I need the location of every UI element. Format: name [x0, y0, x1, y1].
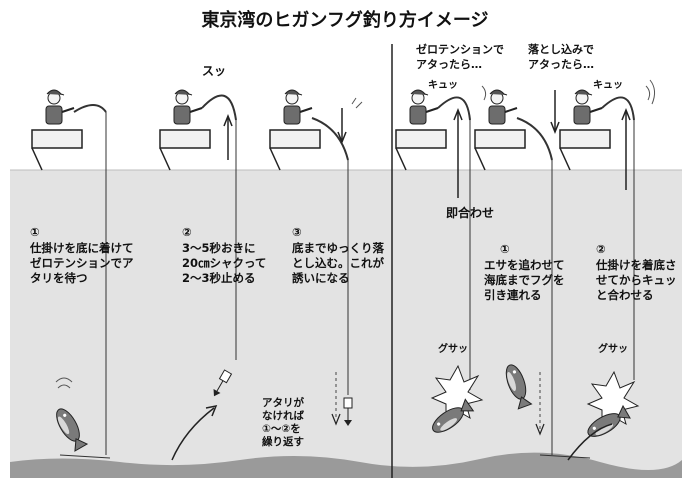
right-step-2-text: 仕掛けを着底さ せてからキュッ と合わせる — [596, 258, 677, 302]
right-step-2-number: ② — [596, 242, 606, 256]
right-step-1-text: エサを追わせて 海底までフグを 引き連れる — [484, 258, 565, 302]
header-drop-in: 落とし込みで アタったら… — [528, 43, 594, 71]
sfx-whoosh: スッ — [202, 64, 227, 78]
step-2-number: ② — [182, 225, 192, 239]
sfx-kyu-c: キュッ — [593, 80, 623, 91]
step-3-number: ③ — [292, 225, 302, 239]
repeat-note: アタリが なければ ①～②を 繰り返す — [262, 397, 304, 448]
sfx-gusa-c: グサッ — [598, 344, 628, 355]
seabed — [10, 452, 682, 478]
step-2-text: 3～5秒おきに 20㎝シャクって 2～3秒止める — [182, 241, 267, 285]
step-3-text: 底までゆっくり落 とし込む。これが 誘いになる — [292, 241, 384, 285]
step-1-text: 仕掛けを底に着けて ゼロテンションでア タリを待つ — [30, 241, 134, 285]
diagram-title: 東京湾のヒガンフグ釣り方イメージ — [201, 10, 489, 31]
step-1-number: ① — [30, 225, 40, 239]
water-area — [10, 170, 682, 472]
sfx-gusa-a: グサッ — [438, 344, 468, 355]
header-zero-tension: ゼロテンションで アタったら… — [416, 43, 504, 71]
right-step-1-number: ① — [500, 242, 510, 256]
instant-hook-label: 即合わせ — [446, 206, 495, 220]
sfx-kyu-a: キュッ — [428, 80, 458, 91]
